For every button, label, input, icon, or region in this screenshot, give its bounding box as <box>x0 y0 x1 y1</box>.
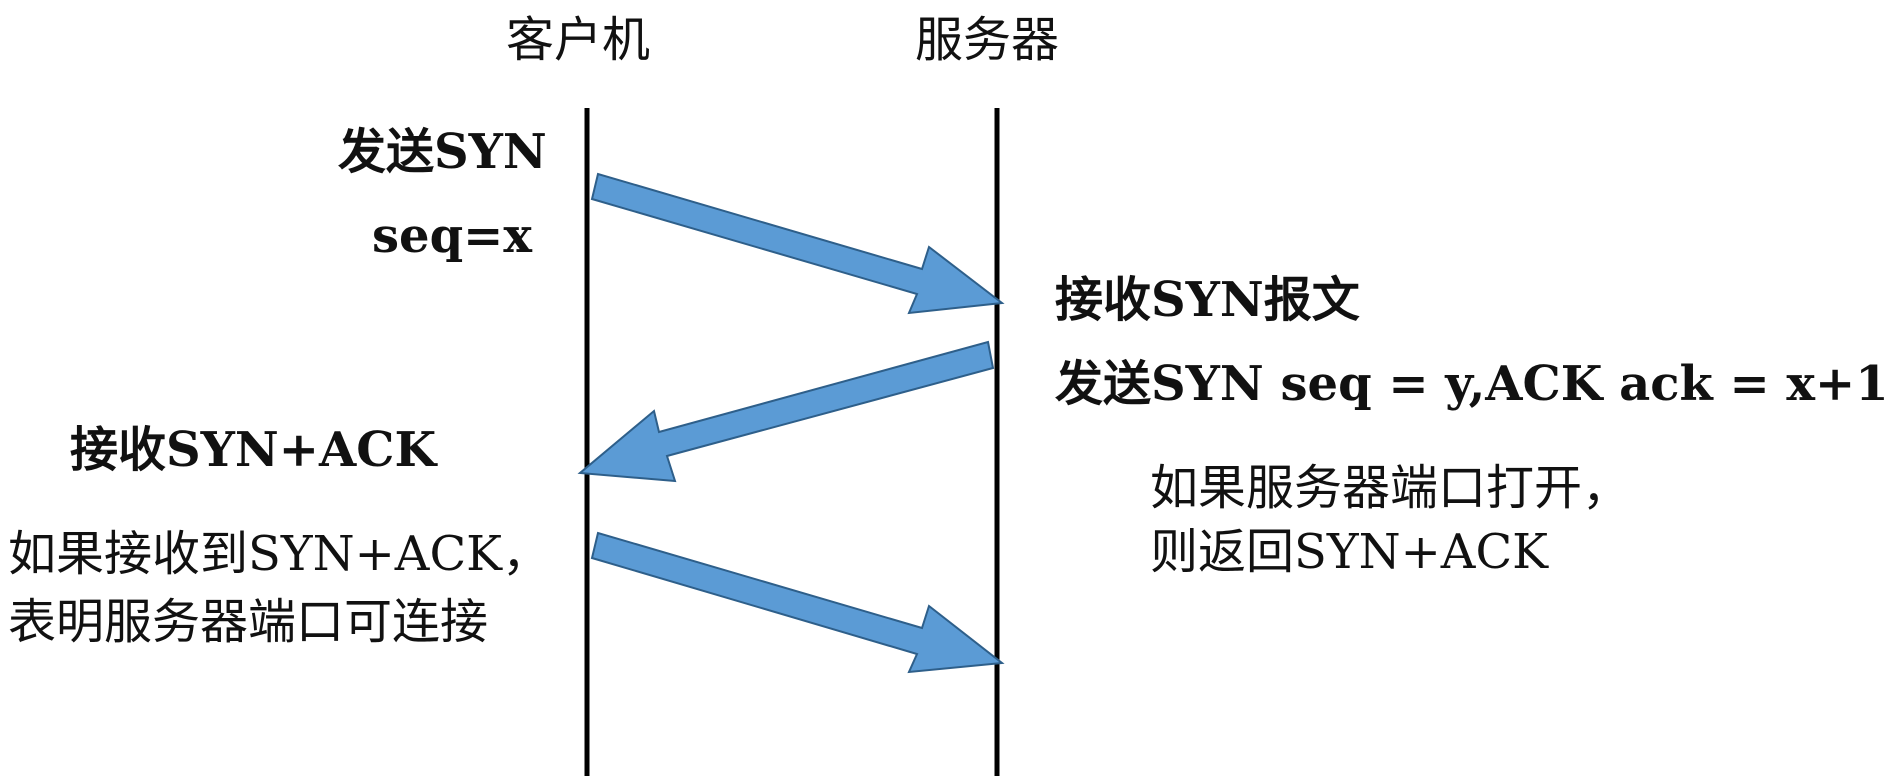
arrow-syn-ack <box>577 340 995 483</box>
server-send-synack-label: 发送SYN seq = y,ACK ack = x+1 <box>1055 356 1889 412</box>
server-recv-syn-label: 接收SYN报文 <box>1055 272 1360 328</box>
server-lane-title: 服务器 <box>915 12 1060 68</box>
client-seq-label: seq=x <box>372 208 532 264</box>
server-note-line-2: 则返回SYN+ACK <box>1150 524 1549 580</box>
client-note-line-1: 如果接收到SYN+ACK， <box>8 526 551 582</box>
arrow-syn <box>590 172 1005 315</box>
client-note-line-2: 表明服务器端口可连接 <box>8 594 489 650</box>
client-recv-synack-label: 接收SYN+ACK <box>70 422 437 478</box>
server-note-line-1: 如果服务器端口打开， <box>1150 460 1631 516</box>
arrow-ack <box>590 531 1005 674</box>
client-lane-title: 客户机 <box>506 12 651 68</box>
client-send-syn-label: 发送SYN <box>338 124 547 180</box>
handshake-diagram <box>577 108 1005 776</box>
